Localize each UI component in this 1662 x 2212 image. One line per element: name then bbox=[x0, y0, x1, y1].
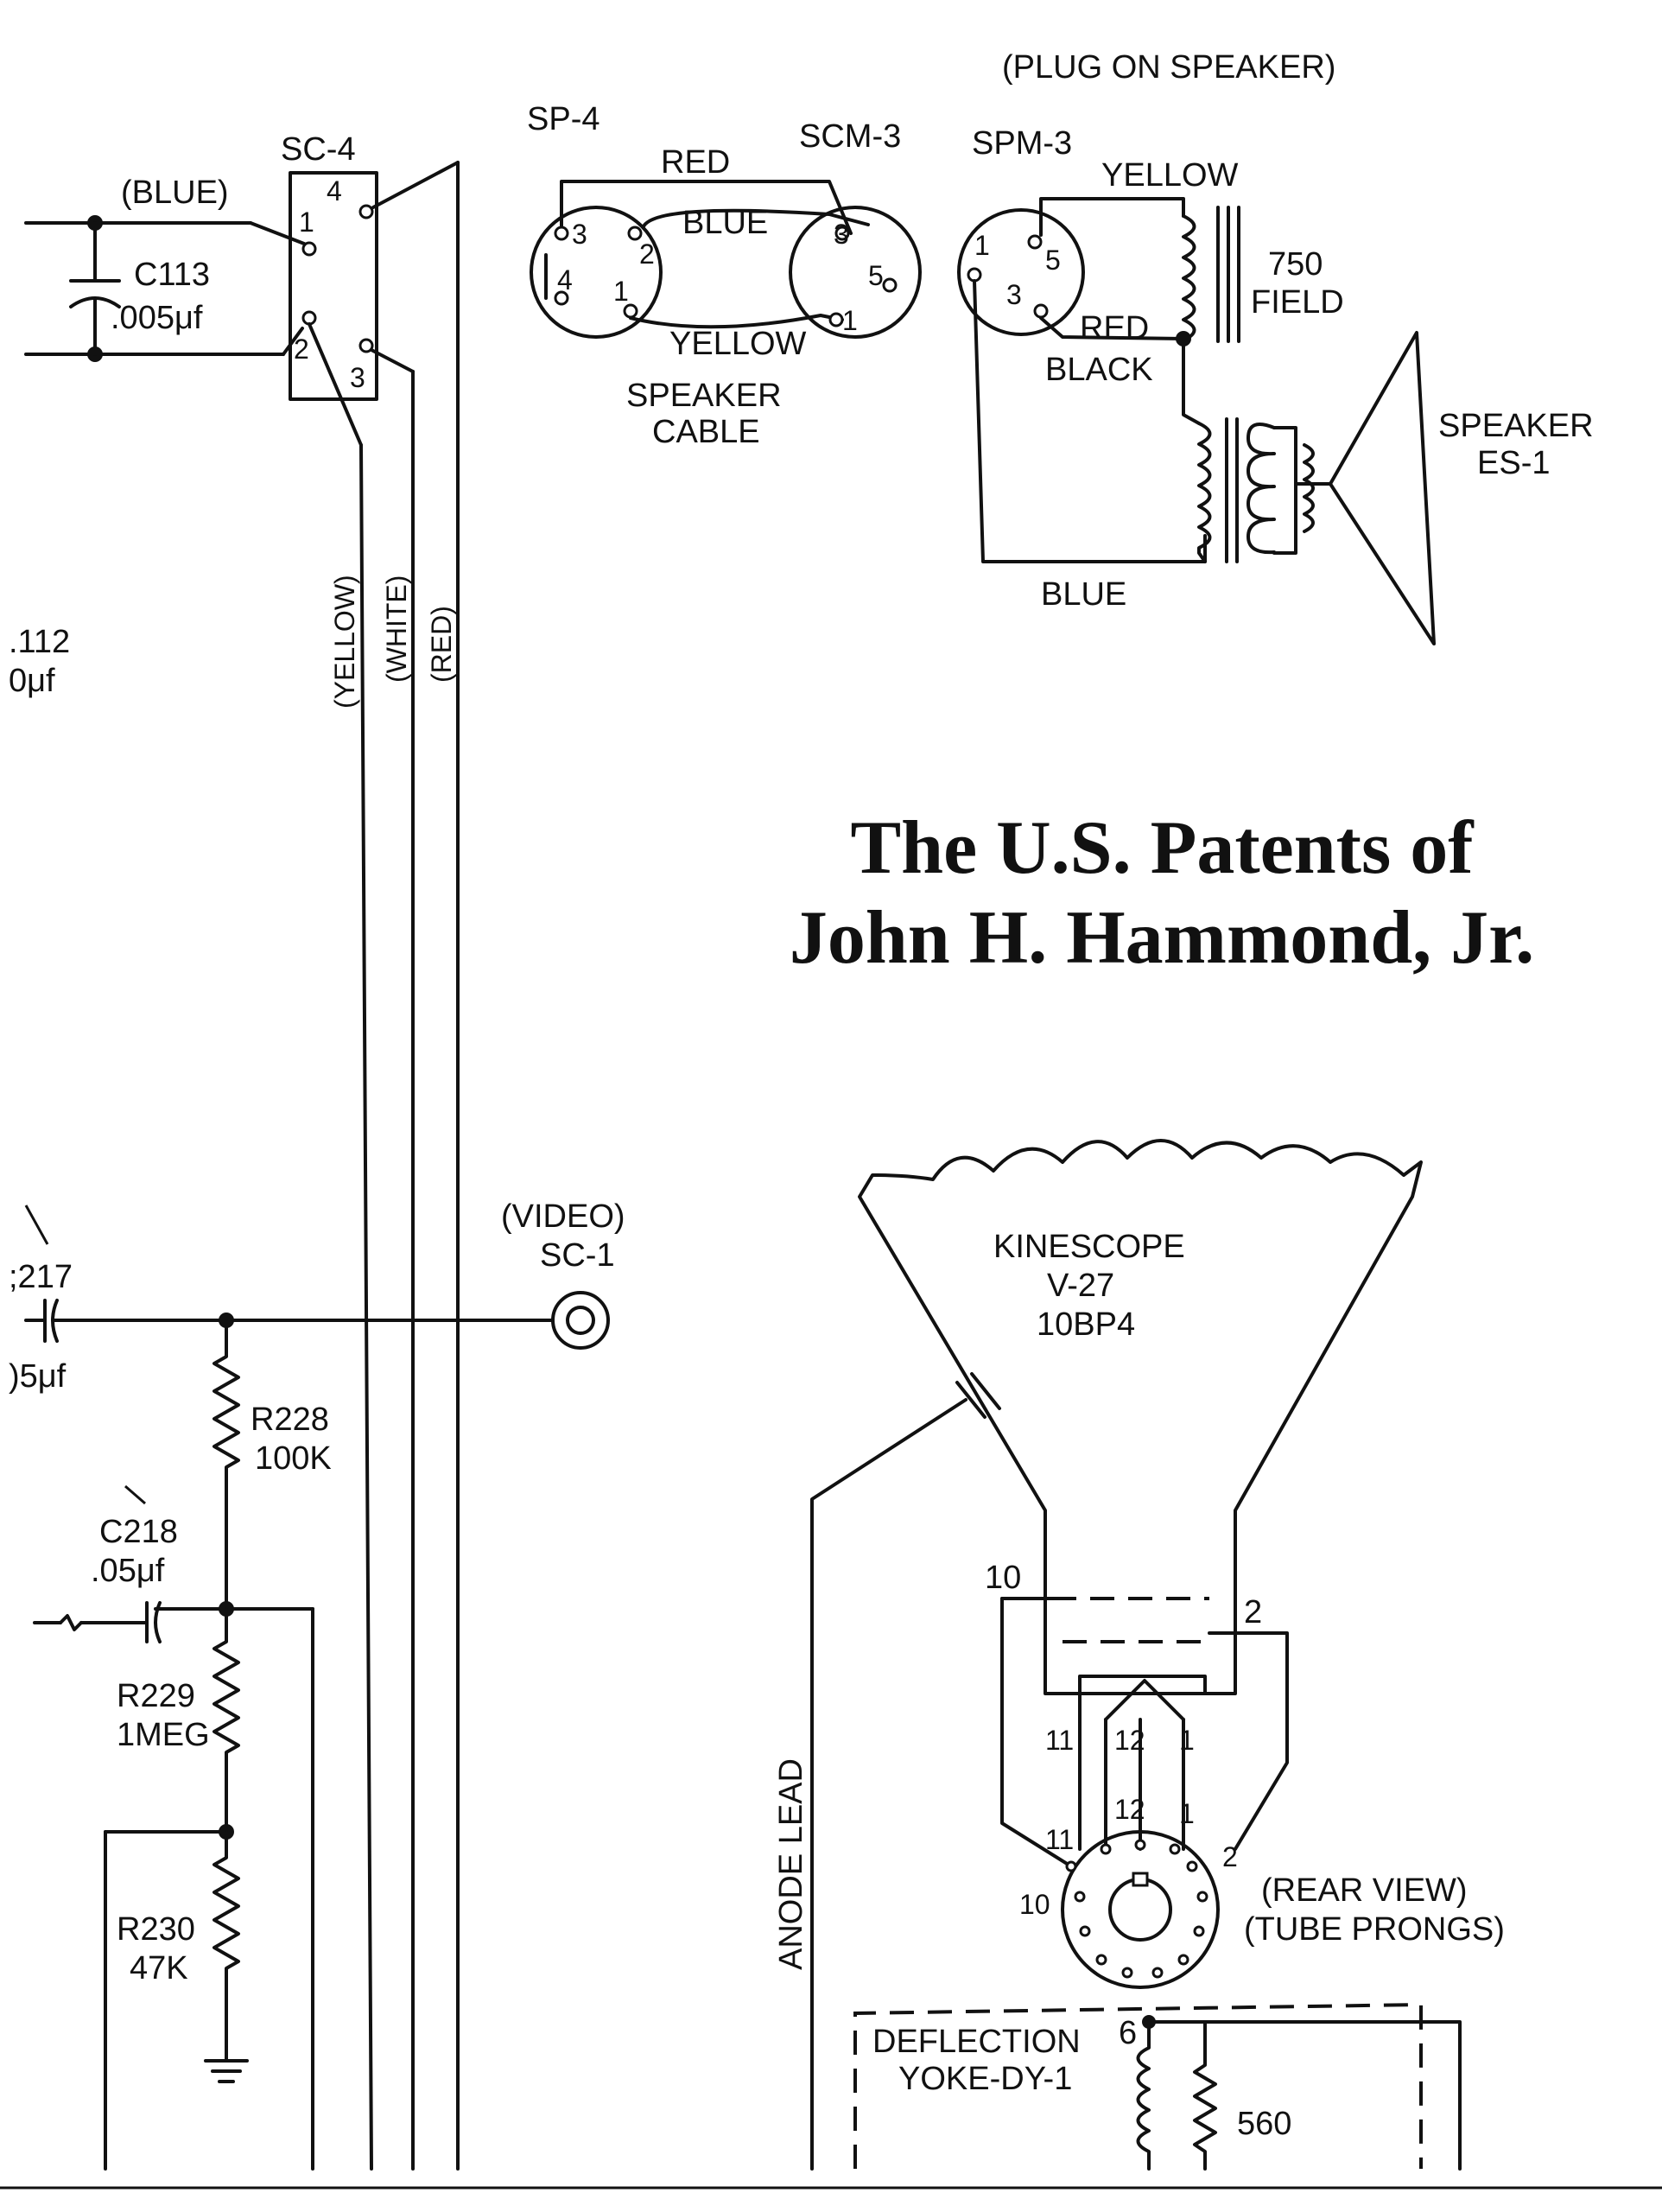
c218-label: C218 bbox=[99, 1514, 178, 1550]
pin-2-label: 2 bbox=[1244, 1594, 1262, 1630]
deflection-yoke bbox=[853, 2002, 1462, 2171]
scm3-pin-3: 3 bbox=[834, 219, 849, 250]
scm3-label: SCM-3 bbox=[799, 118, 901, 155]
c113-value: .005μf bbox=[111, 300, 203, 336]
r229-value: 1MEG bbox=[117, 1717, 210, 1753]
pin-2-base: 2 bbox=[1222, 1841, 1238, 1872]
output-transformer bbox=[1197, 417, 1315, 563]
speaker-label-1: SPEAKER bbox=[1438, 408, 1594, 444]
spm3-pin-5: 5 bbox=[1045, 245, 1061, 276]
field-750-label-1: 750 bbox=[1268, 246, 1323, 283]
video-input-section bbox=[24, 1205, 610, 2171]
pin-11-lower: 11 bbox=[1045, 1824, 1074, 1855]
pin-12-lower: 12 bbox=[1114, 1794, 1145, 1825]
c113-capacitor-section bbox=[24, 215, 306, 362]
rear-view-label: (REAR VIEW) bbox=[1261, 1872, 1468, 1909]
c112-label: .112 bbox=[9, 624, 70, 660]
speaker-cable-label-1: SPEAKER bbox=[626, 378, 782, 414]
red-wire-label: (RED) bbox=[426, 606, 457, 683]
c217-label: ;217 bbox=[9, 1259, 73, 1295]
deflection-label-1: DEFLECTION bbox=[872, 2024, 1081, 2060]
c112-value: 0μf bbox=[9, 663, 55, 699]
sp4-pin-3: 3 bbox=[572, 219, 587, 250]
title-line-2: John H. Hammond, Jr. bbox=[789, 896, 1535, 980]
yoke-pin-6: 6 bbox=[1119, 2015, 1137, 2051]
kinescope-tube bbox=[810, 1139, 1423, 2171]
pin-1-lower: 1 bbox=[1179, 1798, 1195, 1829]
pin-12-upper: 12 bbox=[1114, 1725, 1145, 1756]
speaker-cone bbox=[1294, 331, 1436, 645]
r228-value: 100K bbox=[255, 1440, 332, 1477]
page-title: The U.S. Patents of John H. Hammond, Jr. bbox=[674, 804, 1650, 983]
spm3-pin-3: 3 bbox=[1006, 279, 1022, 310]
red-spm-label: RED bbox=[1080, 310, 1149, 346]
scm3-pin-1: 1 bbox=[842, 305, 858, 336]
pin-11-upper: 11 bbox=[1045, 1725, 1074, 1756]
field-coil bbox=[1176, 206, 1240, 346]
sp4-pin-1: 1 bbox=[613, 276, 629, 307]
sp4-pin-2: 2 bbox=[639, 238, 655, 270]
red-label: RED bbox=[661, 144, 730, 181]
sc4-label: SC-4 bbox=[281, 131, 356, 168]
c113-label: C113 bbox=[134, 257, 210, 293]
blue-spm-label: BLUE bbox=[1041, 576, 1126, 613]
r229-label: R229 bbox=[117, 1678, 195, 1714]
c218-value: .05μf bbox=[91, 1553, 165, 1589]
yellow-wire-cable-label: YELLOW bbox=[669, 326, 807, 362]
sp4-pin-4: 4 bbox=[557, 264, 573, 296]
yellow-wire-label: (YELLOW) bbox=[329, 575, 360, 709]
deflection-label-2: YOKE-DY-1 bbox=[898, 2061, 1072, 2097]
v27-label: V-27 bbox=[1047, 1268, 1114, 1304]
sc4-pin-3: 3 bbox=[350, 362, 365, 393]
r230-label: R230 bbox=[117, 1911, 195, 1948]
field-750-label-2: FIELD bbox=[1251, 284, 1344, 321]
spm3-label: SPM-3 bbox=[972, 125, 1072, 162]
pin-10-label: 10 bbox=[985, 1560, 1021, 1596]
c217-value: )5μf bbox=[9, 1358, 67, 1395]
sp4-label: SP-4 bbox=[527, 101, 599, 137]
video-label: (VIDEO) bbox=[501, 1198, 625, 1235]
sc1-label: SC-1 bbox=[540, 1237, 615, 1274]
anode-lead-label: ANODE LEAD bbox=[773, 1758, 809, 1970]
black-label: BLACK bbox=[1045, 352, 1153, 388]
blue-label: (BLUE) bbox=[121, 175, 229, 211]
kinescope-label: KINESCOPE bbox=[993, 1229, 1185, 1265]
sc4-pin-4: 4 bbox=[327, 175, 342, 207]
sc4-socket bbox=[289, 161, 460, 2171]
spm3-pin-1: 1 bbox=[974, 230, 990, 261]
yellow-spm-label: YELLOW bbox=[1101, 157, 1239, 194]
tube-type-label: 10BP4 bbox=[1037, 1306, 1135, 1343]
scm3-pin-5: 5 bbox=[868, 260, 884, 291]
blue-wire-label: BLUE bbox=[682, 205, 768, 241]
r230-value: 47K bbox=[130, 1950, 188, 1986]
white-wire-label: (WHITE) bbox=[381, 575, 412, 683]
sc4-pin-1: 1 bbox=[299, 207, 314, 238]
r228-label: R228 bbox=[251, 1402, 329, 1438]
pin-1-upper: 1 bbox=[1179, 1725, 1195, 1756]
sc4-pin-2: 2 bbox=[294, 334, 309, 365]
title-line-1: The U.S. Patents of bbox=[850, 806, 1474, 890]
plug-on-speaker-label: (PLUG ON SPEAKER) bbox=[1002, 49, 1335, 86]
speaker-label-2: ES-1 bbox=[1477, 445, 1550, 481]
tube-prongs-label: (TUBE PRONGS) bbox=[1244, 1911, 1505, 1948]
speaker-cable-label-2: CABLE bbox=[652, 414, 760, 450]
speaker-cable bbox=[530, 180, 922, 339]
pin-10-base: 10 bbox=[1019, 1889, 1050, 1920]
r560-label: 560 bbox=[1237, 2106, 1291, 2142]
spm3-plug bbox=[957, 197, 1207, 563]
